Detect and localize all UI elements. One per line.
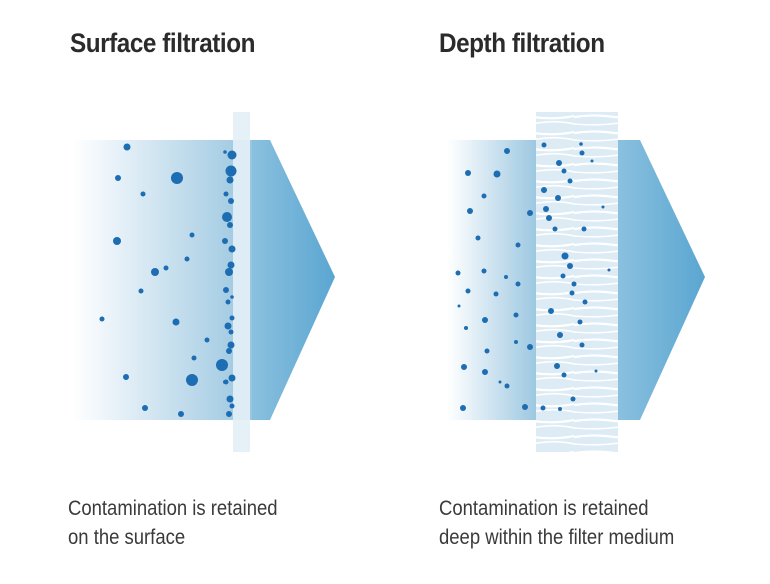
contaminant-particles (99, 143, 237, 417)
depth-filtration-caption: Contamination is retained deep within th… (439, 494, 674, 552)
caption-line: Contamination is retained (68, 497, 278, 520)
depth-filtration-title: Depth filtration (439, 28, 605, 58)
surface-filter-membrane (233, 112, 250, 452)
caption-line: Contamination is retained (439, 497, 649, 520)
caption-line: on the surface (68, 526, 186, 549)
caption-line: deep within the filter medium (439, 526, 675, 549)
surface-filtration-caption: Contamination is retained on the surface (68, 494, 278, 552)
unfiltered-flow-region (72, 140, 252, 420)
filtered-flow-arrow (250, 140, 335, 420)
depth-filtration-panel (447, 112, 705, 452)
contaminant-particles (455, 142, 611, 411)
surface-filtration-title: Surface filtration (70, 28, 255, 58)
unfiltered-flow-region (447, 140, 539, 420)
filtered-flow-arrow (615, 140, 705, 420)
depth-filter-medium (536, 112, 618, 452)
surface-filtration-panel (72, 112, 335, 452)
